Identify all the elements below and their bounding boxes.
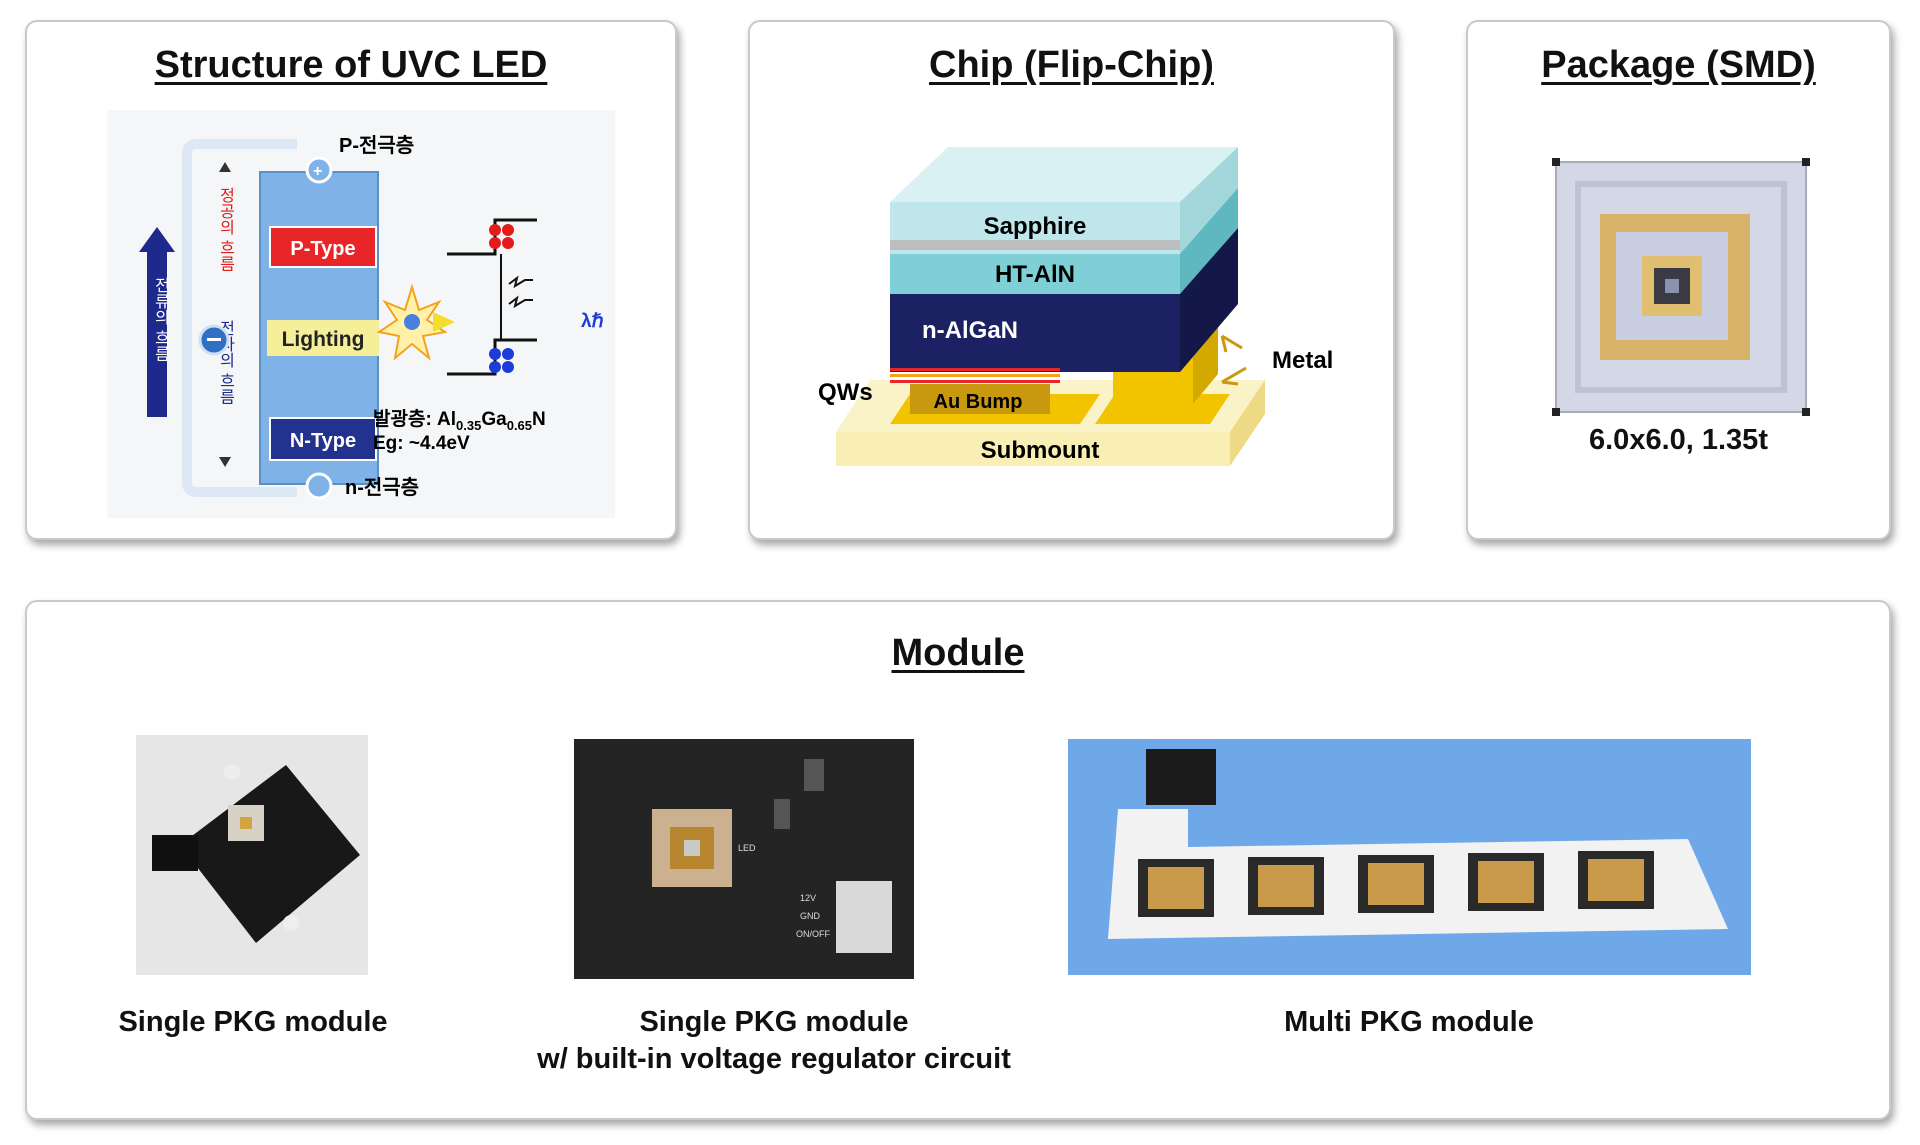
pcb-label-gnd: GND xyxy=(800,911,821,921)
led-package-row xyxy=(1138,851,1654,917)
p-electrode-label: P-전극층 xyxy=(339,134,414,157)
corner-mark-bl xyxy=(1552,408,1560,416)
metal-arrow-up-icon xyxy=(1220,334,1243,353)
circuit-loop xyxy=(182,139,297,497)
ht-aln-layer xyxy=(890,252,1180,294)
current-flow-arrow xyxy=(139,227,175,417)
n-algan-layer xyxy=(890,292,1180,372)
qw-stripe-3 xyxy=(890,380,1060,383)
caption-multi-pkg-line1: Multi PKG module xyxy=(1284,1006,1534,1038)
au-bump xyxy=(910,384,1050,414)
uvc-led-structure-diagram: 전류의 흐름 정공의 흐름 전자의 흐름 + P-Type Lighting N… xyxy=(107,110,615,518)
caption-single-pkg-line1: Single PKG module xyxy=(118,1006,388,1038)
package-title: Package (SMD) xyxy=(1541,44,1816,86)
caption-multi-pkg: Multi PKG module xyxy=(1209,1004,1609,1041)
photon-wave-2 xyxy=(508,295,533,309)
sapphire-top xyxy=(890,147,1238,202)
package-spec: 6.0x6.0, 1.35t xyxy=(1589,424,1768,456)
flip-chip-diagram: Submount Au Bump n-AlGaN QWs HT-AlN Sapp… xyxy=(818,147,1333,466)
package-panel: Package (SMD) 6.0x6.0, 1.35t xyxy=(1466,20,1891,540)
led-pkg-3-die xyxy=(1368,863,1424,905)
caption-single-pkg: Single PKG module xyxy=(83,1004,423,1041)
sapphire-label: Sapphire xyxy=(984,213,1087,240)
package-rim xyxy=(1575,181,1787,393)
pcb-label-12v: 12V xyxy=(800,893,816,903)
led-pkg-2-die xyxy=(1258,865,1314,907)
qw-stripe-2 xyxy=(890,374,1060,377)
qw-stripe-1 xyxy=(890,368,1060,371)
emission-symbol: λℏ xyxy=(581,311,604,332)
pcb-label-onoff: ON/OFF xyxy=(796,929,830,939)
sapphire-side xyxy=(1180,147,1238,254)
plus-glyph: + xyxy=(313,163,322,180)
led-emitter xyxy=(240,817,252,829)
metal-label: Metal xyxy=(1272,347,1333,374)
emission-arrow-icon xyxy=(433,312,455,332)
chip-panel: Chip (Flip-Chip) Submount Au Bump n-AlGa… xyxy=(748,20,1395,540)
au-bump-label: Au Bump xyxy=(934,391,1023,413)
module-panel: Module LED 12V GND ON/OFF xyxy=(25,600,1891,1120)
multi-pkg-module-photo xyxy=(1068,739,1751,975)
metal-arrow-down-icon xyxy=(1221,366,1247,386)
caption-regulator: Single PKG module w/ built-in voltage re… xyxy=(484,1004,1064,1078)
n-algan-step xyxy=(890,332,1090,372)
patterned-interface xyxy=(890,240,1180,250)
n-algan-label: n-AlGaN xyxy=(922,317,1018,344)
minus-glyph xyxy=(207,338,221,341)
connector xyxy=(152,835,198,871)
strip-connector xyxy=(1146,749,1216,805)
n-electrode-icon xyxy=(305,472,333,500)
current-flow-label: 전류의 흐름 xyxy=(152,277,170,362)
pcb-label-led: LED xyxy=(738,843,756,853)
smd-package-image xyxy=(1552,158,1810,416)
p-electrode-icon xyxy=(305,156,333,184)
p-type-layer xyxy=(269,226,377,268)
led-window xyxy=(684,840,700,856)
power-connector xyxy=(836,881,892,953)
corner-mark-br xyxy=(1802,408,1810,416)
n-type-layer xyxy=(269,417,377,461)
single-pkg-module-photo xyxy=(136,735,368,975)
lighting-label: Lighting xyxy=(282,328,365,351)
led-pkg-4-die xyxy=(1478,861,1534,903)
n-type-label: N-Type xyxy=(290,430,356,452)
module-title: Module xyxy=(891,632,1025,674)
submount-front xyxy=(836,432,1230,466)
emission-layer-text: 발광층: Al0.35Ga0.65N xyxy=(373,408,546,433)
mount-hole-1 xyxy=(224,764,240,780)
p-type-label: P-Type xyxy=(290,238,355,260)
hole-flow-label: 정공의 흐름 xyxy=(217,187,235,272)
caption-regulator-line2: w/ built-in voltage regulator circuit xyxy=(537,1043,1011,1075)
led-pkg-1-die xyxy=(1148,867,1204,909)
ht-aln-side xyxy=(1180,186,1238,294)
regulator-module-photo: LED 12V GND ON/OFF xyxy=(574,739,914,979)
diode-component xyxy=(774,799,790,829)
down-arrow-icon xyxy=(219,457,231,467)
pcb-board xyxy=(180,765,360,943)
qws-label: QWs xyxy=(818,379,873,406)
photon-glow xyxy=(404,314,420,330)
electron-cluster-icon xyxy=(489,224,514,249)
bandgap-text: Eg: ~4.4eV xyxy=(373,433,470,454)
chip-title: Chip (Flip-Chip) xyxy=(929,44,1214,86)
up-arrow-icon xyxy=(219,162,231,172)
corner-mark-tl xyxy=(1552,158,1560,166)
photon-wave-1 xyxy=(508,275,533,289)
die-center xyxy=(1665,279,1679,293)
structure-panel: Structure of UVC LED 전류의 흐름 정공의 흐름 전자의 흐… xyxy=(25,20,677,540)
regulator-ic xyxy=(804,759,824,791)
n-algan-side xyxy=(1180,226,1238,372)
submount-side xyxy=(1230,380,1265,466)
mount-hole-2 xyxy=(283,915,299,931)
led-pkg-5-die xyxy=(1588,859,1644,901)
n-electrode-label: n-전극층 xyxy=(345,476,419,499)
lighting-layer xyxy=(267,320,379,356)
structure-title: Structure of UVC LED xyxy=(154,44,548,86)
caption-regulator-line1: Single PKG module xyxy=(639,1006,909,1038)
corner-mark-tr xyxy=(1802,158,1810,166)
ht-aln-label: HT-AlN xyxy=(995,261,1075,288)
hole-cluster-icon xyxy=(489,348,514,373)
submount-label: Submount xyxy=(981,437,1100,464)
